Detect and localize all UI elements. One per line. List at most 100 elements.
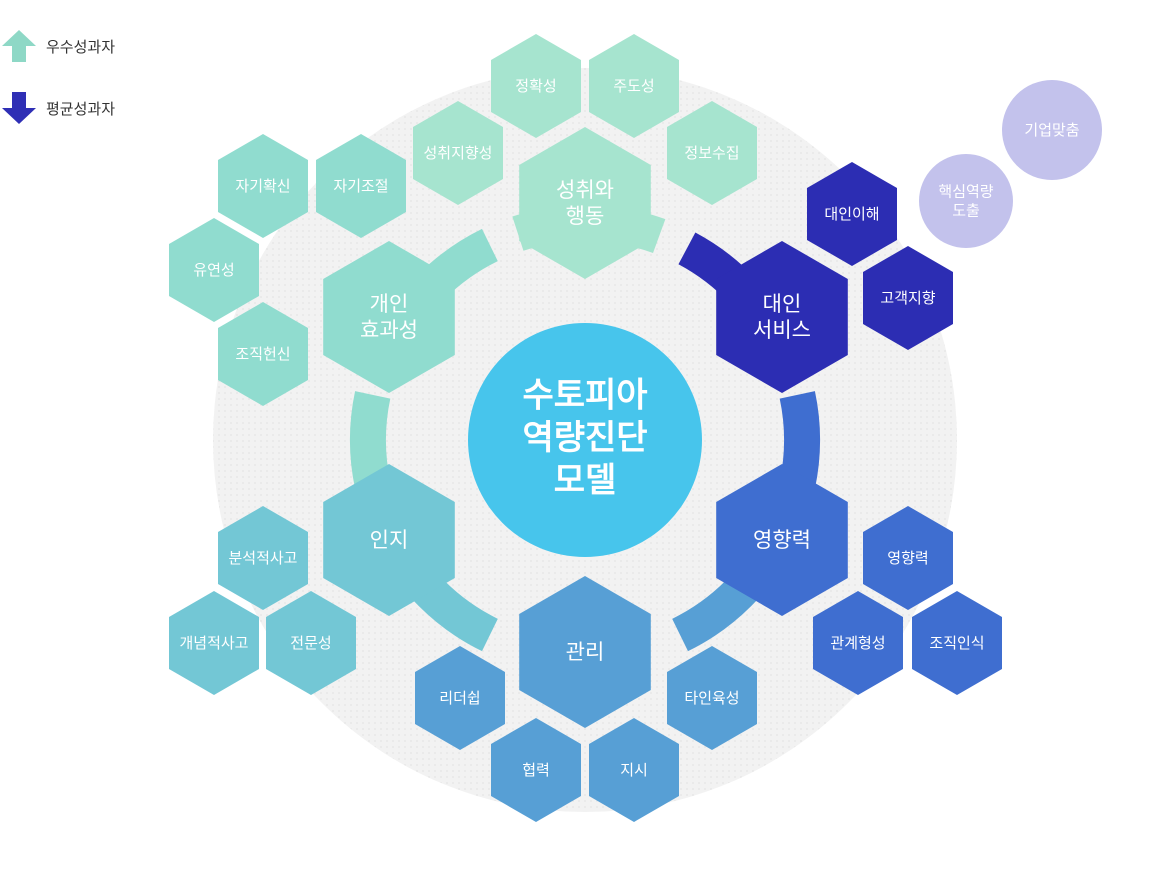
- cognition-sub-hex-shape: [218, 506, 308, 610]
- effectiveness-sub-hex-shape: [316, 134, 406, 238]
- legend: 우수성과자 평균성과자: [0, 28, 115, 152]
- achievement-sub-hex: 정확성: [491, 34, 581, 138]
- effectiveness-hex-shape: [323, 241, 455, 393]
- legend-excellent-label: 우수성과자: [46, 37, 116, 56]
- cognition-sub-hex-shape: [266, 591, 356, 695]
- effectiveness-sub-hex: 자기확신: [218, 134, 308, 238]
- label-line: 성취지향성: [423, 144, 492, 162]
- achievement-sub-hex: 주도성: [589, 34, 679, 138]
- legend-excellent: 우수성과자: [0, 28, 115, 64]
- label-line: 정확성: [515, 77, 556, 95]
- label-line: 행동: [566, 204, 605, 228]
- management-sub-hex-shape: [589, 718, 679, 822]
- label-line: 고객지향: [880, 289, 935, 307]
- arrow-down-icon: [0, 90, 40, 126]
- influence-hex: 영향력: [716, 464, 848, 616]
- cognition-hex-shape: [323, 464, 455, 616]
- cognition-sub-hex: 전문성: [266, 591, 356, 695]
- center-circle: [468, 323, 702, 557]
- label-line: 영향력: [753, 528, 811, 552]
- ring-segment: [349, 391, 391, 489]
- label-line: 유연성: [193, 261, 234, 279]
- effectiveness-sub-hex-shape: [169, 218, 259, 322]
- label-line: 서비스: [753, 318, 811, 342]
- label-line: 역량진단: [522, 418, 647, 458]
- label-line: 리더쉽: [439, 689, 480, 707]
- influence-sub-hex: 관계형성: [813, 591, 903, 695]
- influence-sub-hex-shape: [912, 591, 1002, 695]
- label-line: 조직헌신: [235, 345, 290, 363]
- influence-sub-hex-shape: [863, 506, 953, 610]
- label-line: 기업맞춤: [1024, 121, 1079, 139]
- bubble: 기업맞춤: [1002, 80, 1102, 180]
- label-line: 개인: [370, 292, 409, 316]
- label-line: 모델: [554, 461, 617, 501]
- effectiveness-sub-hex: 자기조절: [316, 134, 406, 238]
- management-sub-hex: 협력: [491, 718, 581, 822]
- effectiveness-sub-hex: 조직헌신: [218, 302, 308, 406]
- influence-sub-hex-shape: [813, 591, 903, 695]
- management-sub-hex-shape: [667, 646, 757, 750]
- label-line: 협력: [522, 761, 550, 779]
- achievement-hex-shape: [519, 127, 651, 279]
- cognition-hex: 인지: [323, 464, 455, 616]
- label-line: 개념적사고: [179, 634, 248, 652]
- label-line: 조직인식: [929, 634, 984, 652]
- management-sub-hex: 타인육성: [667, 646, 757, 750]
- achievement-sub-hex-shape: [667, 101, 757, 205]
- effectiveness-sub-hex: 유연성: [169, 218, 259, 322]
- label-line: 관계형성: [830, 634, 885, 652]
- label-line: 효과성: [360, 318, 418, 342]
- label-line: 관리: [566, 640, 605, 664]
- influence-hex-shape: [716, 464, 848, 616]
- ring-segment: [779, 391, 821, 489]
- label-line: 수토피아: [522, 376, 647, 416]
- service-sub-hex: 고객지향: [863, 246, 953, 350]
- management-sub-hex: 리더쉽: [415, 646, 505, 750]
- influence-sub-hex: 영향력: [863, 506, 953, 610]
- label-line: 대인이해: [824, 205, 879, 223]
- cognition-sub-hex-shape: [169, 591, 259, 695]
- label-line: 핵심역량: [938, 183, 993, 201]
- achievement-sub-hex-shape: [589, 34, 679, 138]
- achievement-sub-hex-shape: [413, 101, 503, 205]
- label-line: 지시: [620, 761, 648, 779]
- cognition-sub-hex: 개념적사고: [169, 591, 259, 695]
- cognition-sub-hex: 분석적사고: [218, 506, 308, 610]
- management-sub-hex: 지시: [589, 718, 679, 822]
- service-sub-hex-shape: [863, 246, 953, 350]
- label-line: 대인: [763, 292, 802, 316]
- label-line: 인지: [370, 528, 409, 552]
- label-line: 전문성: [290, 634, 331, 652]
- arrow-up-icon: [0, 28, 40, 64]
- label-line: 정보수집: [684, 144, 739, 162]
- service-sub-hex: 대인이해: [807, 162, 897, 266]
- effectiveness-sub-hex-shape: [218, 134, 308, 238]
- legend-average: 평균성과자: [0, 90, 115, 126]
- label-line: 주도성: [613, 77, 654, 95]
- management-sub-hex-shape: [415, 646, 505, 750]
- bubble-circle: [919, 154, 1013, 248]
- label-line: 자기조절: [333, 177, 388, 195]
- management-sub-hex-shape: [491, 718, 581, 822]
- achievement-sub-hex: 성취지향성: [413, 101, 503, 205]
- achievement-sub-hex-shape: [491, 34, 581, 138]
- label-line: 성취와: [556, 178, 614, 202]
- label-line: 자기확신: [235, 177, 290, 195]
- label-line: 도출: [952, 201, 980, 219]
- service-hex-shape: [716, 241, 848, 393]
- influence-sub-hex: 조직인식: [912, 591, 1002, 695]
- management-hex: 관리: [519, 576, 651, 728]
- achievement-sub-hex: 정보수집: [667, 101, 757, 205]
- effectiveness-sub-hex-shape: [218, 302, 308, 406]
- label-line: 타인육성: [684, 689, 739, 707]
- label-line: 분석적사고: [228, 549, 297, 567]
- management-hex-shape: [519, 576, 651, 728]
- bubble-circle: [1002, 80, 1102, 180]
- service-sub-hex-shape: [807, 162, 897, 266]
- legend-average-label: 평균성과자: [46, 99, 116, 118]
